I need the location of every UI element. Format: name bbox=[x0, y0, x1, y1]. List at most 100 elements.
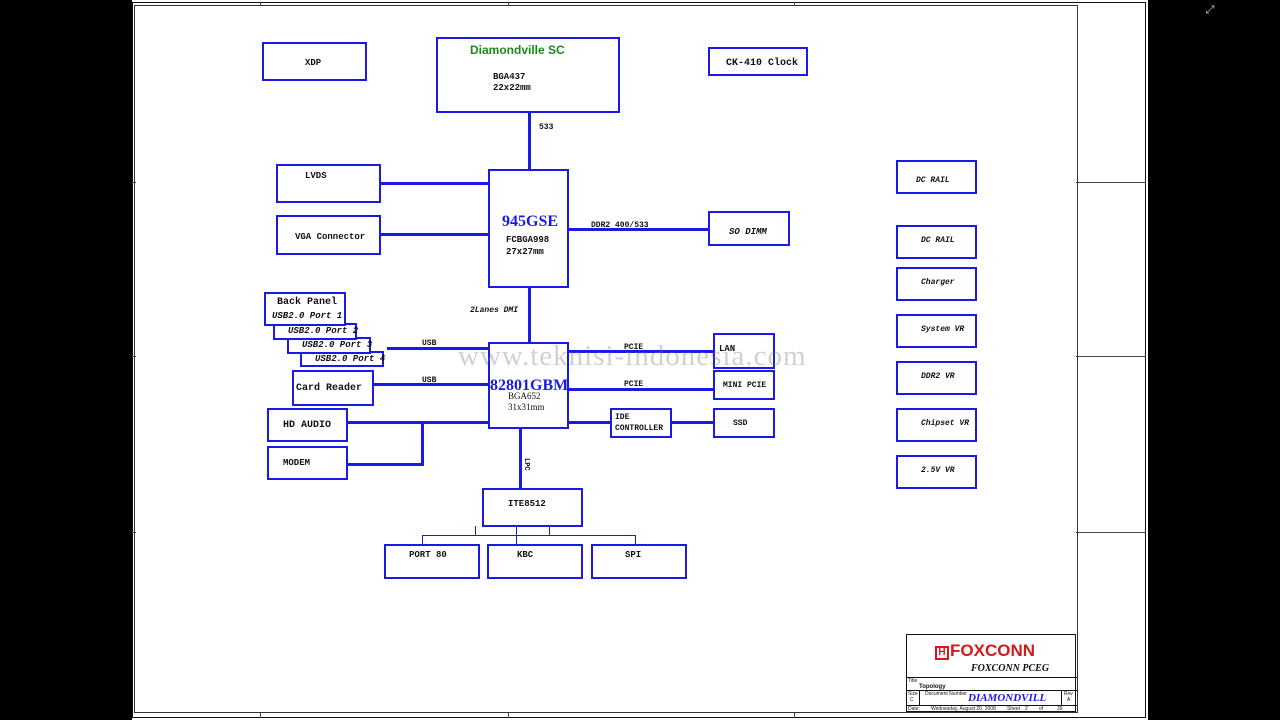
kbc-label: KBC bbox=[517, 550, 534, 560]
ec-branch-line bbox=[635, 535, 636, 545]
expand-icon[interactable]: ⤢ bbox=[1205, 3, 1215, 16]
ide-controller-block[interactable]: IDE CONTROLLER bbox=[610, 408, 672, 438]
cpu-package: BGA437 bbox=[493, 72, 526, 82]
ssd-label: SSD bbox=[733, 419, 748, 428]
clock-block[interactable]: CK-410 Clock bbox=[708, 47, 808, 76]
usb-port-1-label: USB2.0 Port 1 bbox=[272, 311, 343, 321]
sheet-caption: Sheet bbox=[1007, 706, 1021, 712]
power-label: System VR bbox=[921, 325, 965, 334]
power-chipset-vr[interactable]: Chipset VR bbox=[896, 408, 977, 442]
ide-label-line1: IDE bbox=[615, 413, 630, 422]
vga-label: VGA Connector bbox=[295, 232, 366, 242]
lpc-bus bbox=[519, 428, 522, 489]
sheet-size: C bbox=[910, 697, 914, 703]
title-caption: Title bbox=[908, 678, 918, 684]
size-caption: Size bbox=[908, 691, 918, 697]
spi-block[interactable]: SPI bbox=[591, 544, 687, 579]
usb-bus-2 bbox=[373, 383, 488, 386]
power-label: Charger bbox=[921, 278, 955, 287]
mini-pcie-label: MINI PCIE bbox=[723, 381, 767, 390]
power-charger[interactable]: Charger bbox=[896, 267, 977, 301]
ec-branch-line bbox=[516, 526, 517, 545]
northbridge-package: FCBGA998 bbox=[506, 235, 550, 245]
ec-branch-line bbox=[475, 526, 476, 536]
cpu-size: 22x22mm bbox=[493, 83, 531, 93]
ide-label-line2: CONTROLLER bbox=[615, 424, 664, 433]
sheet-of: of bbox=[1039, 706, 1044, 712]
northbridge-block[interactable]: 945GSE FCBGA998 27x27mm bbox=[488, 169, 569, 288]
power-label: DDR2 VR bbox=[921, 372, 955, 381]
usb-link-label-1: USB bbox=[422, 339, 437, 348]
ide-bus-1 bbox=[568, 421, 610, 424]
dmi-label: 2Lanes DMI bbox=[470, 306, 519, 315]
title-block-rule bbox=[1061, 690, 1062, 705]
modem-block[interactable]: MODEM bbox=[267, 446, 348, 480]
date-caption: Date: bbox=[908, 706, 920, 712]
power-dc-rail-2[interactable]: DC RAIL bbox=[896, 225, 977, 259]
northbridge-name: 945GSE bbox=[502, 213, 559, 230]
lan-label: LAN bbox=[719, 344, 736, 354]
rev-caption: Rev bbox=[1064, 691, 1073, 697]
power-dc-rail-1[interactable]: DC RAIL bbox=[896, 160, 977, 194]
lvds-block[interactable]: LVDS bbox=[276, 164, 381, 203]
sodimm-label: SO DIMM bbox=[729, 227, 767, 237]
lpc-label: LPC bbox=[522, 458, 530, 471]
title-block-rule bbox=[907, 705, 1077, 706]
power-2v5-vr[interactable]: 2.5V VR bbox=[896, 455, 977, 489]
ssd-block[interactable]: SSD bbox=[713, 408, 775, 438]
lvds-label: LVDS bbox=[305, 171, 327, 181]
border-tick bbox=[794, 2, 795, 6]
mini-pcie-block[interactable]: MINI PCIE bbox=[713, 370, 775, 400]
clock-label: CK-410 Clock bbox=[726, 58, 799, 69]
schematic-sheet: Diamondville SC BGA437 22x22mm XDP CK-41… bbox=[132, 0, 1148, 720]
watermark: www.teknisi-indonesia.com bbox=[458, 340, 807, 372]
border-tick bbox=[508, 713, 509, 718]
border-tick bbox=[260, 713, 261, 718]
power-ddr2-vr[interactable]: DDR2 VR bbox=[896, 361, 977, 395]
lan-block[interactable]: LAN bbox=[713, 333, 775, 369]
border-tick bbox=[132, 182, 136, 183]
ide-bus-2 bbox=[671, 421, 713, 424]
usb-port-2-label: USB2.0 Port 2 bbox=[288, 326, 359, 336]
ec-branch-line bbox=[549, 526, 550, 536]
back-panel-block[interactable]: Back Panel USB2.0 Port 1 bbox=[264, 292, 346, 326]
project-name: DIAMONDVILL bbox=[968, 692, 1047, 704]
title-block-rule bbox=[919, 690, 920, 705]
vga-block[interactable]: VGA Connector bbox=[276, 215, 381, 255]
card-reader-label: Card Reader bbox=[296, 383, 363, 394]
xdp-block[interactable]: XDP bbox=[262, 42, 367, 81]
sheet-title: Topology bbox=[919, 684, 946, 690]
border-tick bbox=[794, 713, 795, 718]
power-system-vr[interactable]: System VR bbox=[896, 314, 977, 348]
border-tick bbox=[508, 2, 509, 6]
border-tick bbox=[1076, 356, 1146, 357]
usb-bus-1 bbox=[387, 347, 488, 350]
date-value: Wednesday, August 20, 2008 bbox=[931, 706, 996, 712]
cpu-name: Diamondville SC bbox=[470, 43, 565, 57]
docnum-caption: Document Number bbox=[925, 691, 967, 697]
port80-block[interactable]: PORT 80 bbox=[384, 544, 480, 579]
southbridge-size: 31x31mm bbox=[508, 402, 545, 412]
foxconn-logo-text: FOXCONN bbox=[950, 641, 1035, 660]
border-tick bbox=[1076, 532, 1146, 533]
ec-branch-left bbox=[422, 535, 576, 536]
back-panel-label: Back Panel bbox=[277, 297, 338, 308]
border-tick bbox=[132, 532, 136, 533]
pcie-bus-2 bbox=[568, 388, 714, 391]
sodimm-block[interactable]: SO DIMM bbox=[708, 211, 790, 246]
power-label: Chipset VR bbox=[921, 419, 970, 428]
ec-block[interactable]: ITE8512 bbox=[482, 488, 583, 527]
card-reader-block[interactable]: Card Reader bbox=[292, 370, 374, 406]
foxconn-logo-mark: H bbox=[935, 646, 949, 660]
kbc-block[interactable]: KBC bbox=[487, 544, 583, 579]
xdp-label: XDP bbox=[305, 58, 322, 68]
pcie-bus-1 bbox=[568, 350, 714, 353]
southbridge-block[interactable]: 82801GBM BGA652 31x31mm bbox=[488, 342, 569, 429]
ddr2-label: DDR2 400/533 bbox=[591, 221, 649, 230]
hda-drop bbox=[421, 421, 424, 466]
hd-audio-block[interactable]: HD AUDIO bbox=[267, 408, 348, 442]
ddr2-bus bbox=[568, 228, 708, 231]
title-block-rule bbox=[907, 677, 1077, 678]
cpu-block[interactable]: Diamondville SC BGA437 22x22mm bbox=[436, 37, 620, 113]
